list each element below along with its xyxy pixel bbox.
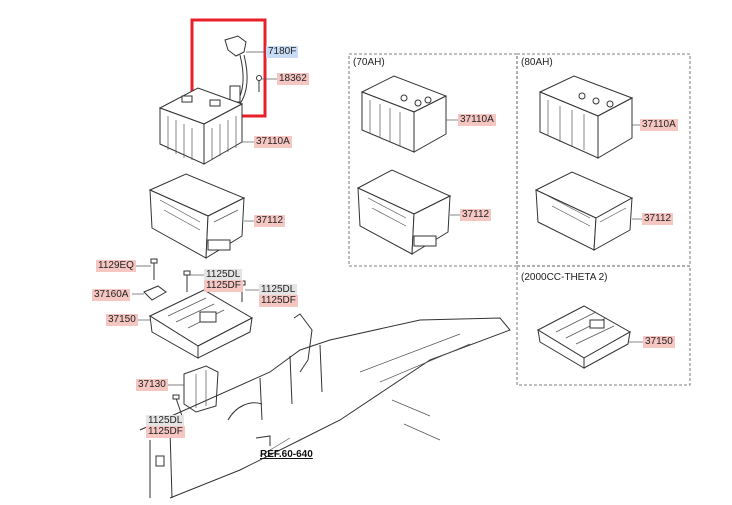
panel-theta-bracket-drawing [536, 305, 632, 369]
callout-37110a-70ah[interactable]: 37110A [458, 114, 496, 126]
panel-80ah-title: (80AH) [521, 57, 553, 68]
panel-70ah-tray-drawing [356, 169, 452, 255]
bolt-1129eq-drawing [150, 258, 158, 280]
panel-80ah-tray-drawing [534, 171, 634, 251]
callout-1125df-b[interactable]: 1125DF [259, 295, 298, 307]
callout-37112-80ah[interactable]: 37112 [642, 213, 674, 225]
callout-37110a-main[interactable]: 37110A [254, 136, 292, 148]
panel-theta-frame [516, 265, 691, 386]
bracket-main-drawing [148, 289, 254, 359]
bolt-1125-c-drawing [172, 394, 183, 417]
clamp-drawing [143, 285, 167, 301]
callout-1125dl-a[interactable]: 1125DL [204, 269, 243, 281]
panel-70ah-title: (70AH) [353, 57, 385, 68]
panel-theta-title: (2000CC-THETA 2) [521, 272, 608, 283]
support-drawing [183, 365, 219, 413]
frame-rail-drawing [139, 313, 511, 499]
panel-70ah-battery-drawing [360, 75, 448, 153]
callout-18362[interactable]: 18362 [277, 73, 309, 85]
battery-main-drawing [158, 87, 244, 165]
callout-ref[interactable]: REF.60-640 [260, 449, 313, 460]
callout-37150-main[interactable]: 37150 [106, 314, 138, 326]
callout-1129eq[interactable]: 1129EQ [96, 260, 136, 272]
callout-1125df-a[interactable]: 1125DF [204, 280, 243, 292]
battery-cable-drawing [224, 35, 262, 105]
callout-1125df-c[interactable]: 1125DF [146, 426, 185, 438]
callout-1125dl-c[interactable]: 1125DL [146, 415, 185, 427]
callout-37150-theta[interactable]: 37150 [643, 336, 675, 348]
callout-37112-70ah[interactable]: 37112 [460, 209, 492, 221]
callout-37160a[interactable]: 37160A [92, 289, 131, 301]
callout-37112-main[interactable]: 37112 [254, 215, 286, 227]
callout-1125dl-b[interactable]: 1125DL [259, 284, 298, 296]
bolt-1125-a-drawing [183, 270, 191, 292]
callout-7180f[interactable]: 7180F [266, 46, 299, 58]
callout-37130[interactable]: 37130 [136, 379, 168, 391]
tray-main-drawing [148, 173, 246, 259]
callout-37110a-80ah[interactable]: 37110A [640, 119, 678, 131]
panel-80ah-battery-drawing [538, 75, 634, 159]
